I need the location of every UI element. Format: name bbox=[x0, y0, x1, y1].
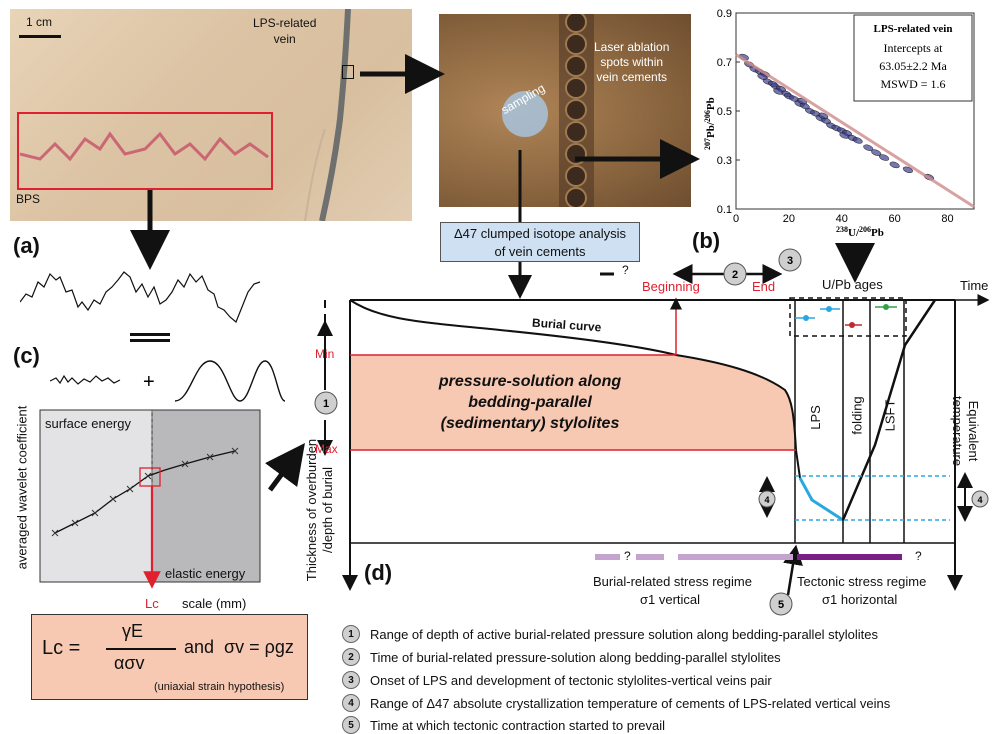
upb-xtick-label: 40 bbox=[836, 213, 848, 225]
legend-item: 5 Time at which tectonic contraction star… bbox=[342, 716, 665, 734]
burial-regime-label: Burial-related stress regime bbox=[593, 574, 752, 589]
panel-label-d: (d) bbox=[364, 560, 393, 585]
tectonic-regime-label: Tectonic stress regime bbox=[797, 574, 927, 589]
legend-item: 3 Onset of LPS and development of tectoni… bbox=[342, 671, 772, 689]
formula-numerator: γE bbox=[122, 621, 144, 641]
upb-xtick-label: 80 bbox=[941, 213, 953, 225]
vein-zoom-box bbox=[342, 65, 354, 79]
bps-highlight-box bbox=[17, 112, 273, 190]
upb-xtick-label: 60 bbox=[889, 213, 901, 225]
max-label: Max bbox=[315, 442, 338, 456]
legend-marker: 1 bbox=[342, 625, 360, 643]
thin-section-photo: sampling Laser ablation spots within vei… bbox=[439, 14, 691, 207]
upb-xtick-label: 20 bbox=[783, 213, 795, 225]
vein-label: LPS-related vein bbox=[253, 16, 317, 46]
upb-xtick-label: 0 bbox=[733, 213, 739, 225]
upb-data-ellipse bbox=[818, 112, 829, 120]
svg-text:4: 4 bbox=[977, 495, 982, 505]
end-label: End bbox=[752, 279, 776, 294]
legend-item: 2 Time of burial-related pressure-solutio… bbox=[342, 648, 781, 666]
formula-sigma: σv = ρgz bbox=[224, 637, 294, 657]
pressure-solution-text: pressure-solution along bedding-parallel… bbox=[438, 373, 622, 432]
upb-data-ellipse bbox=[773, 88, 784, 95]
svg-text:3: 3 bbox=[787, 255, 793, 267]
upb-data-ellipse bbox=[902, 166, 913, 174]
tectonic-sigma-label: σ1 horizontal bbox=[822, 592, 898, 607]
upb-ytick-label: 0.5 bbox=[717, 106, 732, 118]
clumped-isotope-box: Δ47 clumped isotope analysis of vein cem… bbox=[440, 222, 640, 262]
legend-text: Time at which tectonic contraction start… bbox=[370, 717, 666, 733]
laser-spots-label: Laser ablation spots within vein cements bbox=[594, 40, 670, 84]
upb-ytick-label: 0.9 bbox=[717, 8, 732, 20]
scale-bar bbox=[19, 35, 61, 38]
formula-box: Lc = γE ασv and σv = ρgz (uniaxial strai… bbox=[31, 614, 308, 700]
panel-label-a: (a) bbox=[13, 233, 40, 258]
bps-label: BPS bbox=[16, 192, 41, 206]
hand-sample-photo: 1 cm LPS-related vein BPS bbox=[10, 9, 412, 221]
upb-line3: MSWD = 1.6 bbox=[880, 77, 945, 91]
legend-marker: 3 bbox=[342, 671, 360, 689]
burial-sigma-label: σ1 vertical bbox=[640, 592, 701, 607]
upb-plot: 0.9 0.7 0.5 0.3 0.1 0 20 40 60 80 LPS-related ve… bbox=[703, 8, 975, 239]
scale-label: 1 cm bbox=[26, 15, 53, 29]
svg-text:5: 5 bbox=[778, 599, 784, 611]
formula-lc: Lc = bbox=[42, 637, 81, 659]
legend-item: 1 Range of depth of active burial-related… bbox=[342, 625, 878, 643]
upb-xlabel: 238U/206Pb bbox=[836, 225, 884, 239]
upb-ylabel: 207Pb/206Pb bbox=[703, 97, 717, 150]
surface-energy-label: surface energy bbox=[45, 416, 131, 431]
upb-data-ellipse bbox=[852, 137, 863, 144]
depth-axis-label: Thickness of overburden /depth of burial bbox=[304, 438, 335, 582]
stylolite-signal bbox=[20, 271, 261, 323]
legend-marker: 5 bbox=[342, 716, 360, 734]
upb-ytick-label: 0.3 bbox=[717, 155, 732, 167]
legend-text: Range of depth of active burial-related … bbox=[370, 626, 879, 642]
question-mark-bar: ? bbox=[624, 549, 631, 563]
question-mark-top: ? bbox=[622, 263, 629, 277]
lsft-label: LSFT bbox=[882, 399, 898, 432]
legend-text: Time of burial-related pressure-solution… bbox=[370, 649, 781, 665]
question-mark-bar-end: ? bbox=[915, 549, 922, 563]
upb-data-ellipse bbox=[889, 161, 900, 169]
wavelet-xlabel: scale (mm) bbox=[182, 596, 247, 611]
svg-text:+: + bbox=[143, 371, 155, 393]
upb-ytick-label: 0.1 bbox=[717, 204, 732, 216]
svg-text:1: 1 bbox=[323, 398, 329, 410]
folding-label: folding bbox=[849, 396, 865, 435]
formula-and: and bbox=[184, 637, 215, 657]
lps-label: LPS bbox=[807, 405, 823, 430]
equals-sign bbox=[130, 333, 170, 336]
wavelet-plot bbox=[39, 409, 261, 589]
lc-label: Lc bbox=[145, 596, 159, 611]
formula-note: (uniaxial strain hypothesis) bbox=[154, 681, 285, 693]
time-label: Time bbox=[960, 278, 989, 293]
legend-marker: 2 bbox=[342, 648, 360, 666]
upb-data-ellipse bbox=[839, 132, 850, 139]
min-label: Min bbox=[315, 347, 335, 361]
equivalent-temperature-label: Equivalent temperature bbox=[950, 395, 981, 467]
panel-label-b: (b) bbox=[692, 228, 721, 253]
upb-data-ellipse bbox=[879, 154, 890, 161]
legend-text: Onset of LPS and development of tectonic… bbox=[370, 672, 772, 688]
upb-line2: 63.05±2.2 Ma bbox=[879, 59, 947, 73]
upb-line1: Intercepts at bbox=[884, 41, 944, 55]
svg-text:2: 2 bbox=[732, 269, 738, 281]
legend-text: Range of Δ47 absolute crystallization te… bbox=[370, 695, 891, 711]
beginning-label: Beginning bbox=[642, 279, 700, 294]
panel-label-c: (c) bbox=[13, 343, 40, 368]
upb-ytick-label: 0.7 bbox=[717, 57, 732, 69]
upb-title: LPS-related vein bbox=[874, 23, 953, 35]
legend-item: 4 Range of Δ47 absolute crystallization t… bbox=[342, 694, 890, 712]
svg-text:4: 4 bbox=[764, 495, 769, 505]
formula-denominator: ασv bbox=[114, 653, 145, 673]
legend-marker: 4 bbox=[342, 694, 360, 712]
elastic-energy-label: elastic energy bbox=[165, 566, 246, 581]
upb-ages-label: U/Pb ages bbox=[822, 277, 883, 292]
formula-fraction-bar bbox=[106, 648, 176, 650]
upb-data-ellipse bbox=[757, 73, 768, 80]
decomposition-sketch: + bbox=[50, 360, 286, 402]
